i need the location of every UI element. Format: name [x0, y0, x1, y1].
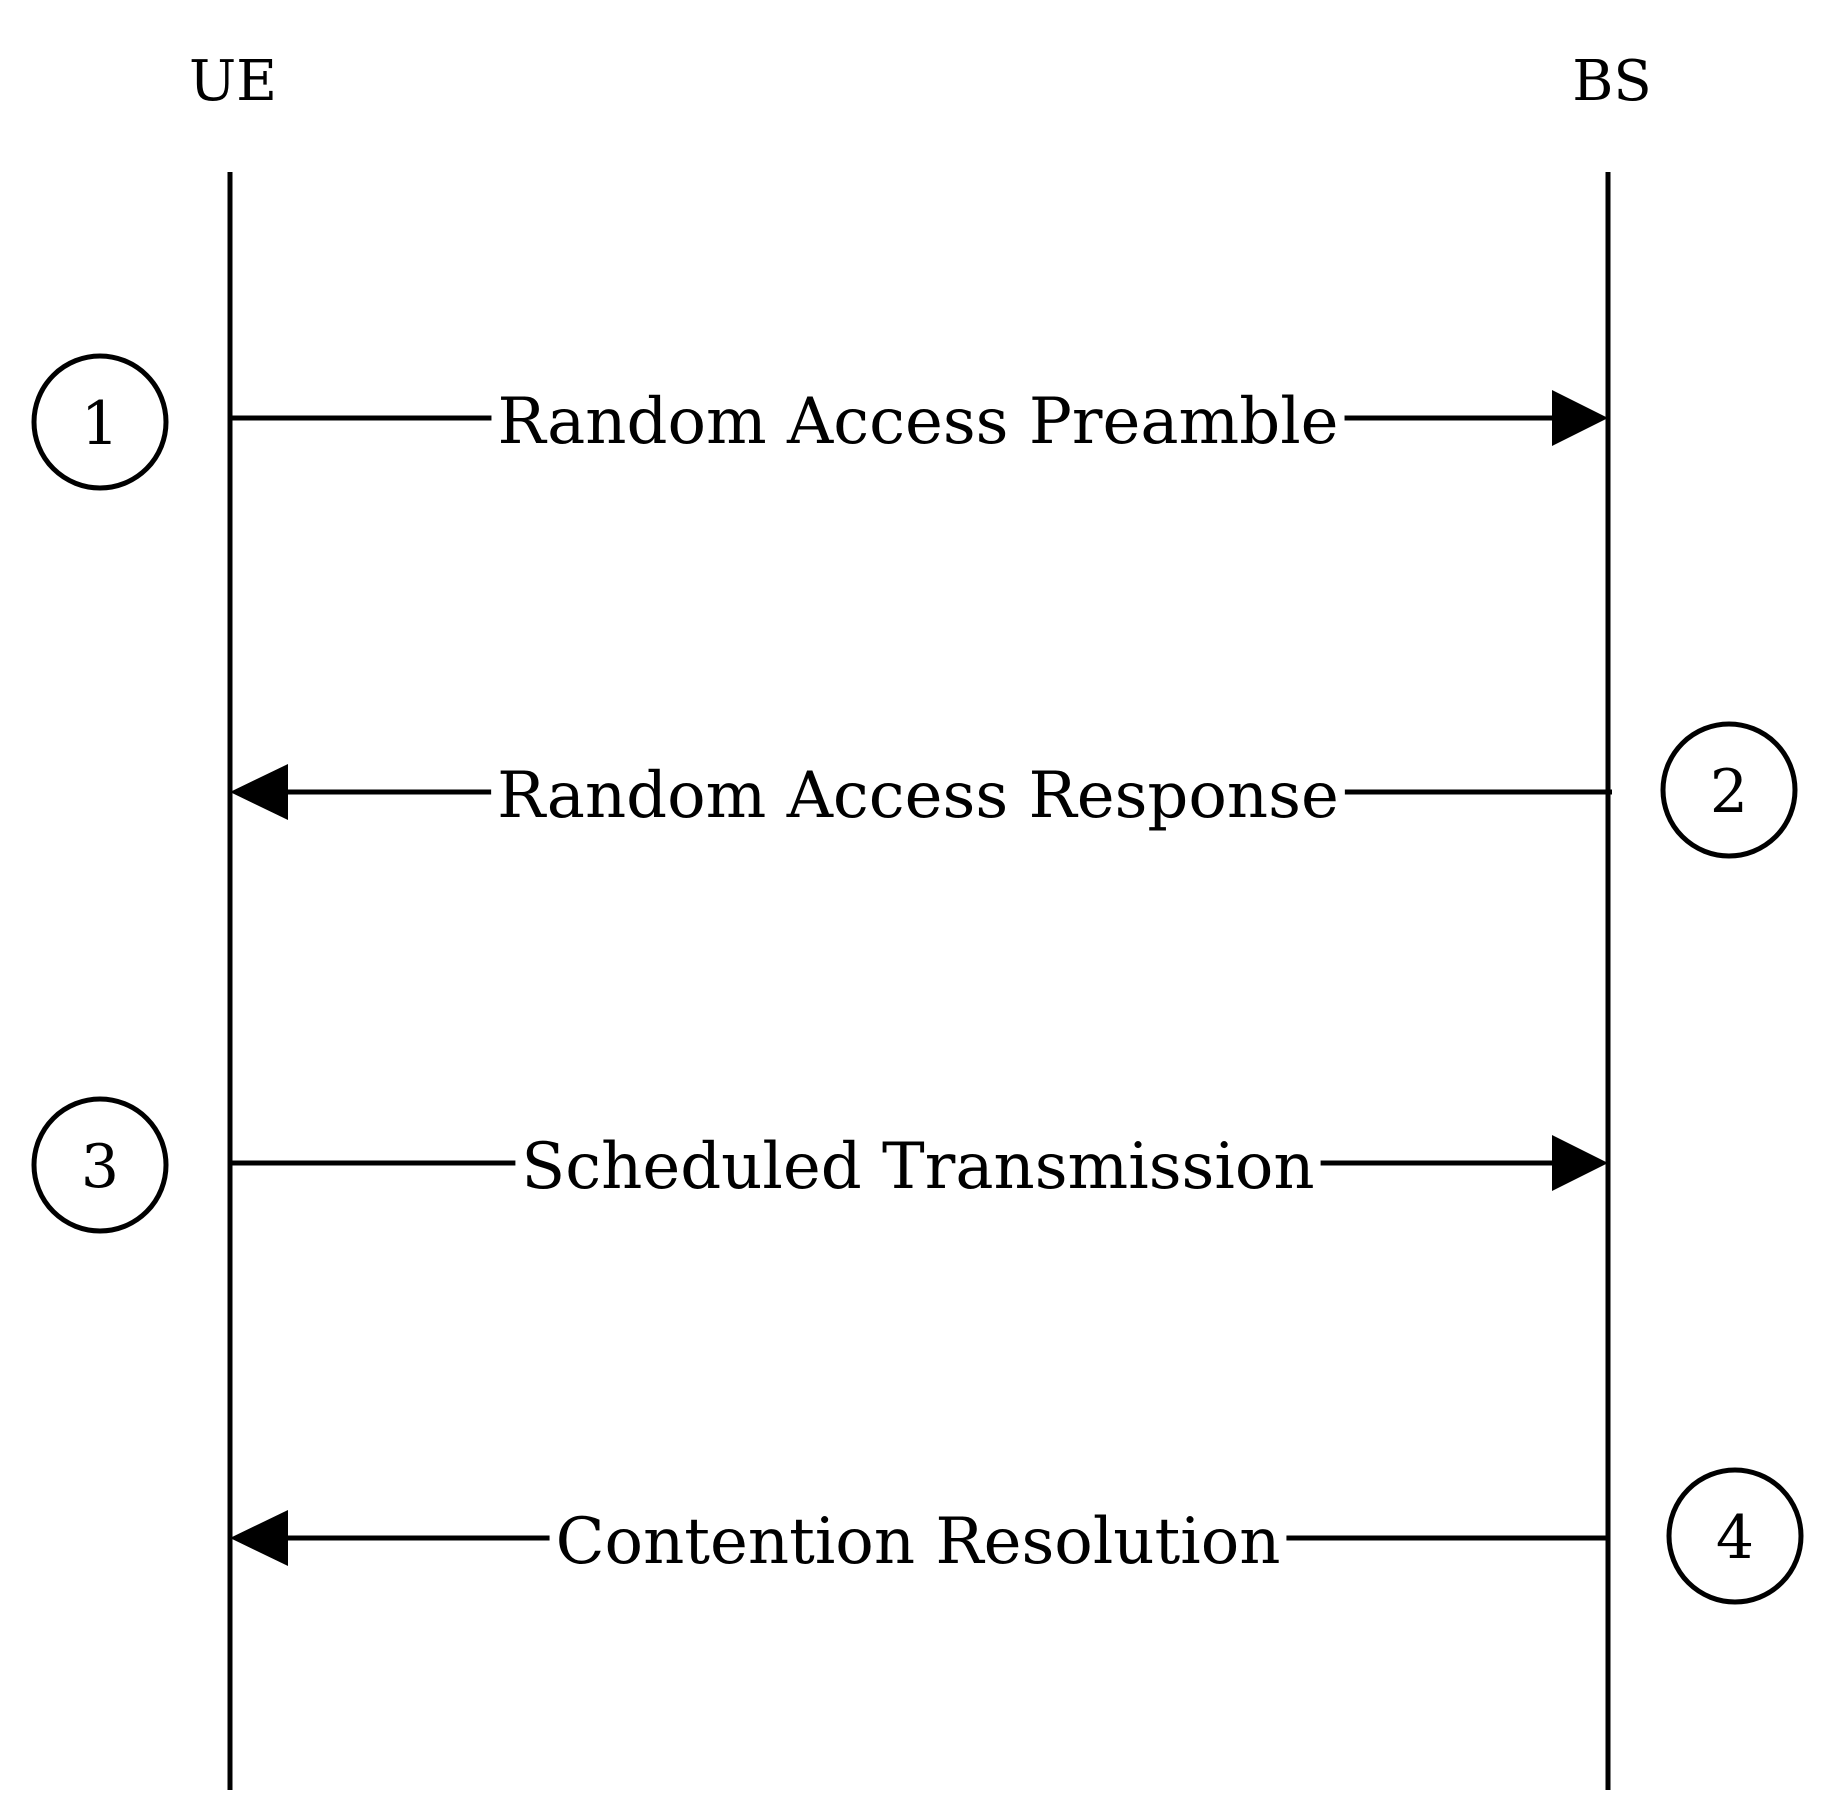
step-4-circle — [1666, 1467, 1804, 1605]
message-1: Random Access Preamble 1 — [31, 353, 1608, 491]
message-2-label: Random Access Response — [497, 759, 1339, 833]
message-3-label: Scheduled Transmission — [521, 1130, 1314, 1204]
message-4-arrowhead — [230, 1510, 288, 1566]
step-1-number: 1 — [81, 389, 119, 459]
message-4-label: Contention Resolution — [556, 1505, 1281, 1579]
step-4-number: 4 — [1716, 1503, 1754, 1573]
actor-bs-label: BS — [1572, 49, 1652, 114]
message-3-arrowhead — [1552, 1135, 1608, 1191]
message-4-label-bg — [549, 1492, 1287, 1578]
message-4: Contention Resolution 4 — [230, 1467, 1804, 1605]
message-2-label-bg — [491, 746, 1345, 832]
step-2-circle — [1660, 721, 1798, 859]
step-3-circle — [31, 1096, 169, 1234]
actor-ue-label: UE — [189, 49, 277, 114]
step-3-number: 3 — [81, 1132, 119, 1202]
message-1-arrowhead — [1552, 390, 1608, 446]
step-1-circle — [31, 353, 169, 491]
message-3-label-bg — [515, 1117, 1321, 1203]
message-1-label: Random Access Preamble — [497, 385, 1338, 459]
message-3: Scheduled Transmission 3 — [31, 1096, 1608, 1234]
step-2-number: 2 — [1710, 757, 1748, 827]
message-1-label-bg — [491, 372, 1345, 458]
message-2: Random Access Response 2 — [230, 721, 1798, 859]
message-2-arrowhead — [230, 764, 288, 820]
